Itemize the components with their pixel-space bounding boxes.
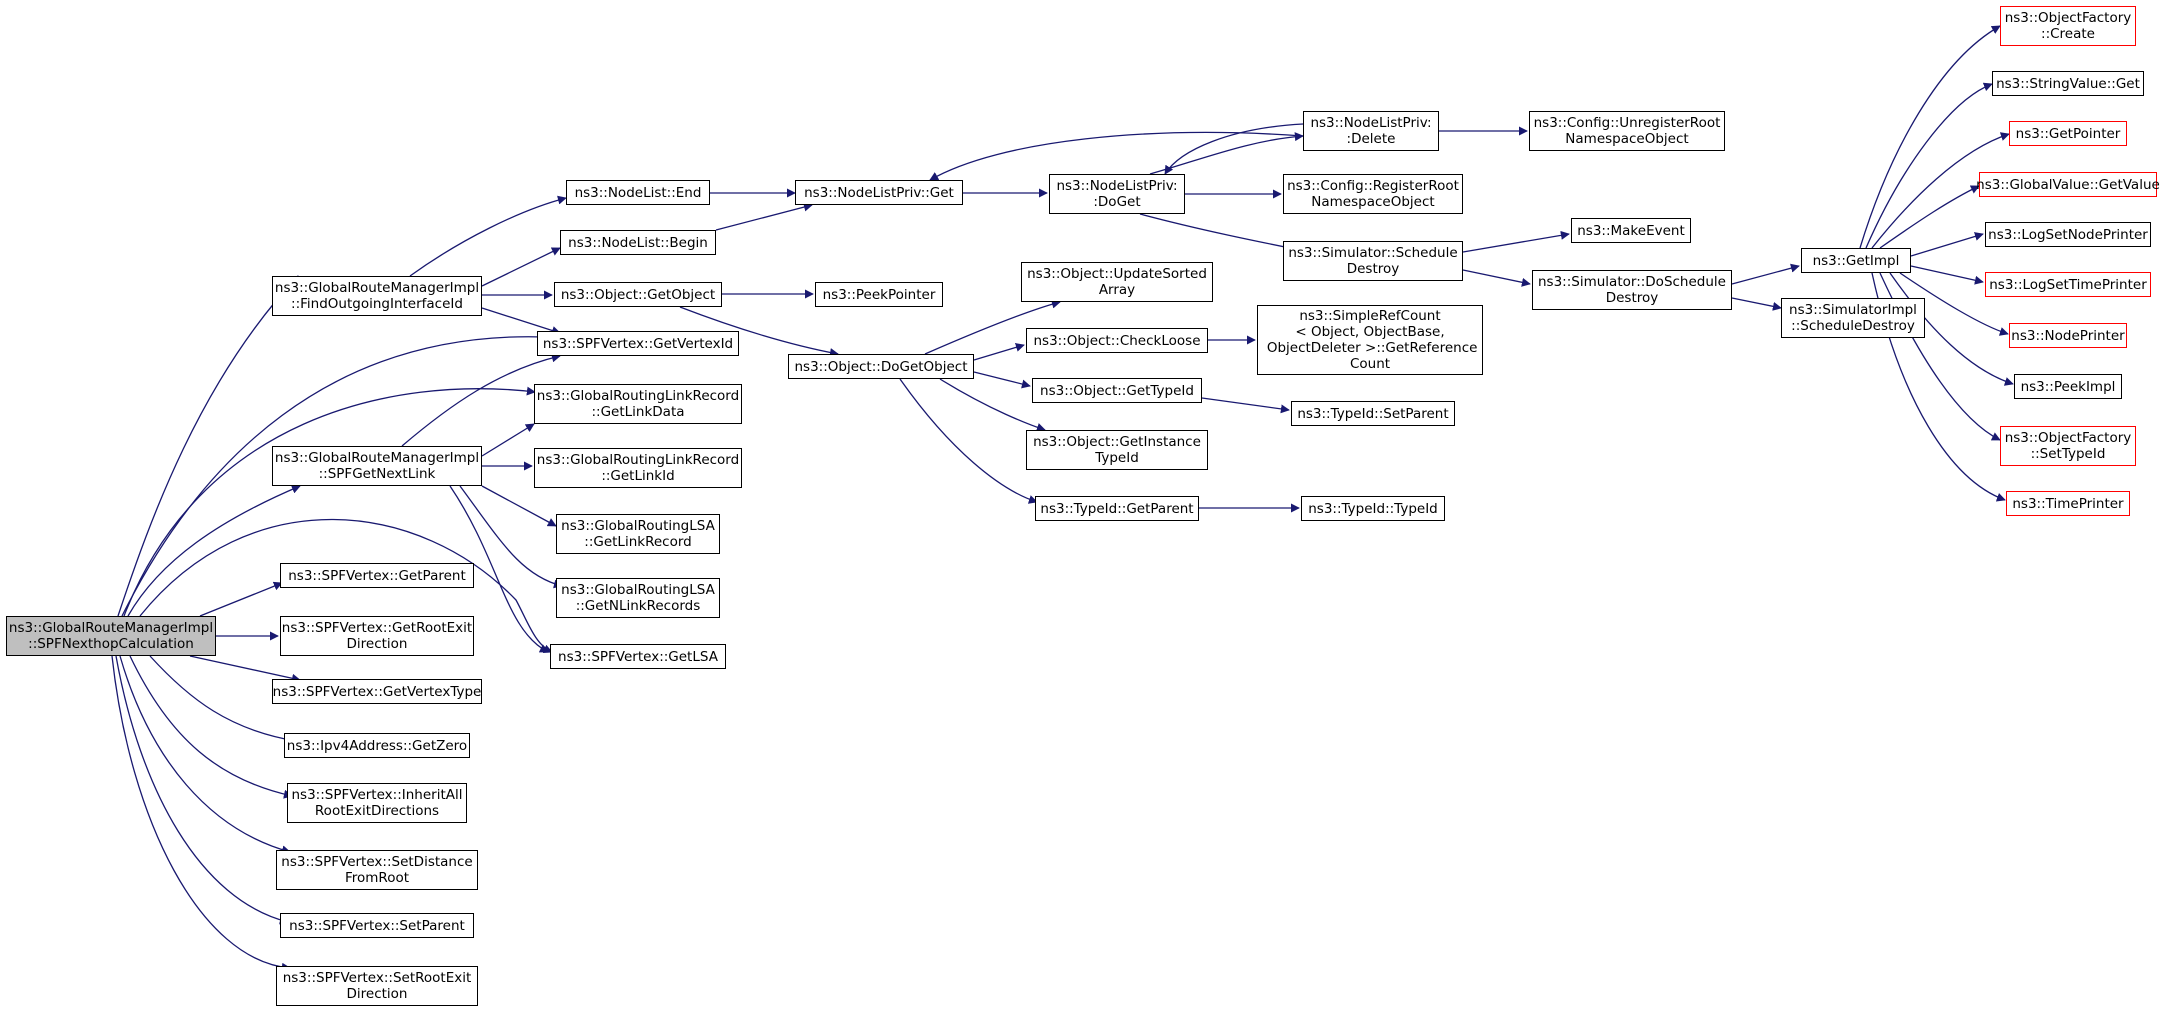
node-peek-pointer[interactable]: ns3::PeekPointer [815,282,943,307]
node-global-value-get-value[interactable]: ns3::GlobalValue::GetValue [1976,172,2160,197]
edge-sim-schedule-make-event [1462,230,1570,253]
node-simple-ref-count-get-reference-count[interactable]: ns3::SimpleRefCount < Object, ObjectBase… [1257,305,1483,375]
edge-do-schedule-get-impl [1731,263,1800,285]
node-object-factory-create[interactable]: ns3::ObjectFactory ::Create [2000,6,2136,46]
node-set-parent[interactable]: ns3::SPFVertex::SetParent [280,913,474,938]
node-log-set-node-printer[interactable]: ns3::LogSetNodePrinter [1985,222,2151,247]
node-log-set-time-printer[interactable]: ns3::LogSetTimePrinter [1985,272,2151,297]
node-get-vertex-type[interactable]: ns3::SPFVertex::GetVertexType [272,679,482,704]
node-spf-get-next-link[interactable]: ns3::GlobalRouteManagerImpl ::SPFGetNext… [272,446,482,486]
node-check-loose[interactable]: ns3::Object::CheckLoose [1026,328,1208,353]
node-unregister-root-namespace-object[interactable]: ns3::Config::UnregisterRoot NamespaceObj… [1529,111,1725,151]
edge-get-impl-global-value [1879,185,1980,249]
node-find-outgoing-interface-id[interactable]: ns3::GlobalRouteManagerImpl ::FindOutgoi… [272,276,482,316]
edge-next-link-get-lsa [449,485,549,653]
edge-do-get-object-update-sorted [924,299,1061,355]
node-update-sorted-array[interactable]: ns3::Object::UpdateSorted Array [1021,262,1213,302]
node-get-lsa[interactable]: ns3::SPFVertex::GetLSA [550,644,726,669]
node-simulator-do-schedule-destroy[interactable]: ns3::Simulator::DoSchedule Destroy [1532,270,1732,310]
edge-next-link-get-vertex-id [401,353,561,447]
node-register-root-namespace-object[interactable]: ns3::Config::RegisterRoot NamespaceObjec… [1283,174,1463,214]
node-get-link-data[interactable]: ns3::GlobalRoutingLinkRecord ::GetLinkDa… [534,384,742,424]
node-do-get-object[interactable]: ns3::Object::DoGetObject [788,354,974,379]
node-get-pointer[interactable]: ns3::GetPointer [2009,121,2127,146]
node-string-value-get[interactable]: ns3::StringValue::Get [1992,71,2144,96]
edge-root-get-parent [199,581,283,617]
node-nodelistpriv-delete[interactable]: ns3::NodeListPriv: :Delete [1303,111,1439,151]
edge-root-inherit-all [129,655,293,799]
edge-root-set-distance [119,655,291,855]
node-set-root-exit-direction[interactable]: ns3::SPFVertex::SetRootExit Direction [276,966,478,1006]
node-make-event[interactable]: ns3::MakeEvent [1571,218,1691,243]
edge-do-get-object-get-type-id [973,371,1031,389]
edge-root-get-vertex-id [121,332,546,617]
edge-sim-schedule-do-schedule [1462,269,1531,287]
node-object-get-object[interactable]: ns3::Object::GetObject [554,282,722,307]
node-inherit-all-root-exit-directions[interactable]: ns3::SPFVertex::InheritAll RootExitDirec… [287,783,467,823]
node-lsa-get-link-record[interactable]: ns3::GlobalRoutingLSA ::GetLinkRecord [556,514,720,554]
node-peek-impl[interactable]: ns3::PeekImpl [2014,374,2122,399]
node-simulator-impl-schedule-destroy[interactable]: ns3::SimulatorImpl ::ScheduleDestroy [1781,298,1925,338]
edge-do-get-object-typeid-get-parent [899,378,1038,504]
edge-do-get-object-check-loose [973,343,1025,361]
edge-do-get-object-get-instance-type-id [939,378,1046,432]
edge-get-impl-string-value-get [1865,82,1993,249]
node-set-distance-from-root[interactable]: ns3::SPFVertex::SetDistance FromRoot [276,850,478,890]
node-nodelist-begin[interactable]: ns3::NodeList::Begin [560,230,716,255]
edge-root-set-parent [115,655,289,925]
edge-get-impl-log-set-node-printer [1910,232,1984,257]
edge-get-impl-log-set-time-printer [1910,265,1984,285]
edge-root-get-zero [149,655,297,745]
node-nodelist-end[interactable]: ns3::NodeList::End [566,180,710,205]
edge-priv-delete-priv-doget [1164,123,1304,175]
node-simulator-schedule-destroy[interactable]: ns3::Simulator::Schedule Destroy [1283,241,1463,281]
edge-nodelist-begin-priv-get [715,202,813,231]
node-typeid-typeid[interactable]: ns3::TypeId::TypeId [1301,496,1445,521]
edge-root-set-root-exit [111,655,291,972]
node-nodelistpriv-doget[interactable]: ns3::NodeListPriv: :DoGet [1049,174,1185,214]
node-get-root-exit-direction[interactable]: ns3::SPFVertex::GetRootExit Direction [280,616,474,656]
edge-find-nodelist-begin [481,247,561,287]
node-node-printer[interactable]: ns3::NodePrinter [2009,323,2127,348]
edge-priv-delete-priv-get [929,131,1304,181]
edge-priv-doget-priv-delete [1149,132,1304,175]
edge-root-find-outgoing [117,275,299,617]
edge-get-impl-get-pointer [1871,132,2010,249]
edge-next-link-get-link-data [481,423,535,457]
node-get-type-id[interactable]: ns3::Object::GetTypeId [1032,378,1202,403]
node-spf-nexthop-calculation: ns3::GlobalRouteManagerImpl ::SPFNexthop… [6,616,216,656]
edge-get-impl-node-printer [1899,272,2009,336]
node-object-factory-set-type-id[interactable]: ns3::ObjectFactory ::SetTypeId [2000,426,2136,466]
node-typeid-set-parent[interactable]: ns3::TypeId::SetParent [1291,401,1455,426]
node-get-impl[interactable]: ns3::GetImpl [1801,248,1911,273]
edge-priv-doget-sim-schedule-destroy [1139,213,1301,253]
node-lsa-get-n-link-records[interactable]: ns3::GlobalRoutingLSA ::GetNLinkRecords [556,578,720,618]
edge-next-link-lsa-get-n-link-records [459,485,563,589]
node-time-printer[interactable]: ns3::TimePrinter [2006,491,2130,516]
edge-find-get-vertex-id [481,307,561,335]
edge-get-impl-factory-create [1859,25,2001,249]
node-get-instance-type-id[interactable]: ns3::Object::GetInstance TypeId [1026,430,1208,470]
edge-get-impl-peek-impl [1889,272,2014,386]
node-typeid-get-parent[interactable]: ns3::TypeId::GetParent [1035,496,1199,521]
edge-root-get-lsa [139,518,553,654]
edge-root-spf-get-next-link [127,485,301,617]
edge-root-get-link-data [123,386,536,617]
node-get-vertex-id[interactable]: ns3::SPFVertex::GetVertexId [537,331,739,356]
edge-get-type-id-set-parent [1201,397,1290,414]
edge-get-object-do-get-object [679,306,839,357]
node-get-link-id[interactable]: ns3::GlobalRoutingLinkRecord ::GetLinkId [534,448,742,488]
node-get-zero[interactable]: ns3::Ipv4Address::GetZero [284,733,470,758]
node-nodelistpriv-get[interactable]: ns3::NodeListPriv::Get [795,180,963,205]
edge-next-link-lsa-get-link-record [481,485,557,527]
edge-do-schedule-sim-impl [1731,297,1782,311]
node-get-parent[interactable]: ns3::SPFVertex::GetParent [280,563,474,588]
edge-root-get-vertex-type [189,655,301,683]
edge-find-nodelist-end [409,195,567,277]
